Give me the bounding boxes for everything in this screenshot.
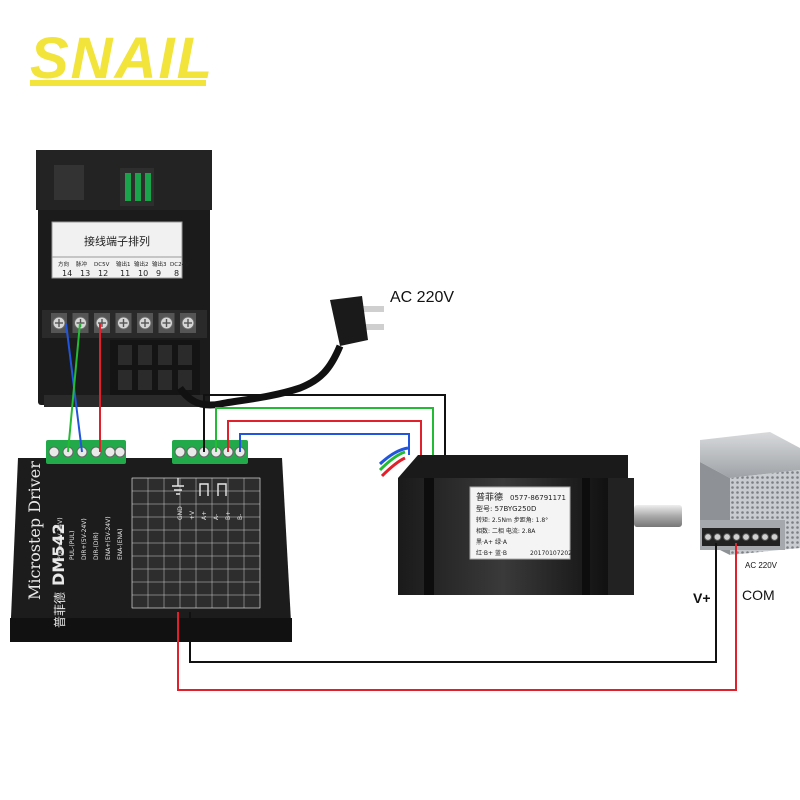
driver-power-terminal-label: A- bbox=[213, 514, 220, 520]
wire-motor-blue bbox=[239, 433, 410, 455]
controller-header-label: DC24V bbox=[170, 262, 189, 268]
driver-signal-terminal-label: PUL+(5V-24V) bbox=[57, 517, 64, 560]
controller-header-label: 方向 bbox=[58, 260, 69, 268]
controller-terminal-number: 9 bbox=[156, 269, 161, 278]
com-label: COM bbox=[742, 587, 775, 603]
controller-terminal-number: 8 bbox=[174, 269, 179, 278]
driver-name: Microstep Driver bbox=[25, 461, 44, 600]
driver-signal-terminal-label: DIR-(DIR) bbox=[93, 532, 100, 560]
controller-header-label: 输出2 bbox=[134, 260, 149, 268]
motor-model: 型号: 57BYG250D bbox=[476, 504, 536, 513]
motor-phone: 0577-86791171 bbox=[510, 494, 566, 502]
wires bbox=[65, 322, 737, 691]
wire-controller-pulse-green bbox=[67, 322, 81, 453]
vplus-label: V+ bbox=[693, 590, 711, 606]
power-supply-screw[interactable] bbox=[770, 533, 779, 541]
power-supply: AC 220V bbox=[700, 432, 800, 570]
motor-spec-torque: 转矩: 2.5Nm 步距角: 1.8° bbox=[476, 516, 548, 524]
driver-power-terminal-label: B+ bbox=[225, 511, 232, 520]
controller-terminal-number: 11 bbox=[120, 269, 130, 278]
controller-terminal-number: 12 bbox=[98, 269, 108, 278]
driver-power-screw[interactable] bbox=[174, 446, 186, 458]
ac-power-plug bbox=[177, 296, 384, 409]
driver-model: DM542 bbox=[49, 523, 68, 586]
motor-date: 20170107202 bbox=[530, 550, 572, 557]
power-supply-screw[interactable] bbox=[704, 533, 712, 541]
motor-label bbox=[469, 486, 571, 560]
controller-module: 接线端子排列 bbox=[36, 150, 212, 407]
driver-signal-screw[interactable] bbox=[104, 446, 116, 458]
controller-label-panel bbox=[51, 221, 183, 279]
motor-brand: 普菲德 bbox=[476, 491, 503, 503]
motor-spec-wiring-a: 黑·A+ 绿·A bbox=[476, 538, 508, 546]
controller-header-label: 输出3 bbox=[152, 260, 167, 268]
driver-power-terminal-label: A+ bbox=[201, 511, 208, 520]
driver-signal-terminal-label: ENA+(5V-24V) bbox=[105, 516, 112, 560]
driver-signal-terminal-label: DIR+(5V-24V) bbox=[81, 518, 88, 560]
motor-spec-wiring-b: 红·B+ 蓝·B bbox=[476, 549, 507, 557]
power-supply-screw[interactable] bbox=[761, 533, 769, 541]
wire-motor-green bbox=[215, 407, 434, 455]
power-supply-screw[interactable] bbox=[713, 533, 722, 541]
wire-motor-red bbox=[227, 420, 422, 455]
power-supply-screw[interactable] bbox=[723, 533, 731, 541]
controller-terminal-row bbox=[51, 313, 196, 333]
ac-220v-label: AC 220V bbox=[390, 289, 454, 306]
driver-signal-screw[interactable] bbox=[114, 446, 126, 458]
driver-power-terminal-label: B- bbox=[237, 514, 244, 520]
power-supply-input-label: AC 220V bbox=[745, 561, 778, 570]
controller-header-label: 输出1 bbox=[116, 260, 131, 268]
microstep-driver: Microstep Driver DM542 普菲德 bbox=[10, 440, 292, 642]
driver-brand: 普菲德 bbox=[52, 592, 67, 628]
controller-terminal-number: 14 bbox=[62, 269, 72, 278]
controller-header-label: DC5V bbox=[94, 262, 110, 268]
controller-header-label: 脉冲 bbox=[76, 260, 88, 268]
controller-terminal-number: 13 bbox=[80, 269, 90, 278]
wire-gnd-black bbox=[189, 543, 717, 663]
driver-signal-screw[interactable] bbox=[48, 446, 60, 458]
driver-signal-terminal-label: ENA-(ENA) bbox=[117, 529, 124, 560]
driver-power-terminal-label: GND bbox=[177, 506, 184, 520]
driver-power-screw[interactable] bbox=[186, 446, 198, 458]
wire-motor-black bbox=[203, 394, 446, 455]
driver-power-terminal-label: +V bbox=[189, 510, 196, 520]
power-supply-screw[interactable] bbox=[742, 533, 750, 541]
motor-shaft bbox=[634, 505, 682, 527]
power-supply-screw[interactable] bbox=[732, 533, 741, 541]
driver-signal-terminal-label: PUL-(PUL) bbox=[69, 531, 76, 560]
stepper-motor: 普菲德 0577-86791171 型号: 57BYG250D 转矩: 2.5N… bbox=[398, 455, 682, 595]
controller-terminal-number: 10 bbox=[138, 269, 148, 278]
power-supply-screw[interactable] bbox=[751, 533, 760, 541]
controller-panel-title: 接线端子排列 bbox=[84, 234, 150, 248]
brand-logo-underline bbox=[30, 80, 206, 86]
wire-vplus-red bbox=[177, 543, 737, 691]
motor-spec-current: 相数: 二相 电流: 2.8A bbox=[476, 527, 536, 535]
